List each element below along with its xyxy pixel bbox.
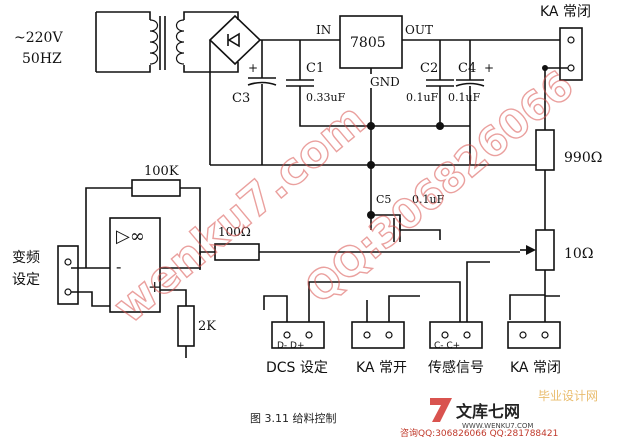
capacitor-c2: C2 0.1uF [406,40,454,126]
resistor-100k: 100K [85,164,201,270]
r100k-label: 100K [144,164,179,179]
r990-label: 990Ω [564,150,602,166]
voltage-regulator: 7805 IN OUT GND [316,15,570,89]
r2k-label: 2K [198,319,216,334]
c2-name: C2 [420,61,438,76]
freq-setting-label-line1: 变频 [12,250,40,266]
sensor-signal-label: 传感信号 [428,359,484,376]
source-frequency-label: 50HZ [22,51,62,67]
capacitor-c3: + C3 [232,40,277,165]
c5-label: C5 [376,193,391,206]
capacitor-c5: C5 0.1uF [371,193,445,242]
ka-closed-bottom-terminal: KA 常闭 [507,295,561,376]
c1-name: C1 [306,61,324,76]
freq-setting-terminal: 变频 设定 [12,245,110,307]
ka-closed-top-label: KA 常闭 [540,4,591,20]
figure-caption: 图 3.11 给料控制 [250,411,337,425]
regulator-out-label: OUT [405,23,433,37]
c3-name: C3 [232,91,250,106]
brand-url: WWW.WENKU7.COM [462,422,533,430]
capacitor-c1: C1 0.33uF [286,40,470,127]
brand-logo: 文库七网 WWW.WENKU7.COM 咨询QQ:306826066 QQ:28… [400,398,558,439]
c1-value: 0.33uF [306,91,346,104]
opamp-symbol: ▷∞ [116,226,145,247]
brand-contact: 咨询QQ:306826066 QQ:281788421 [400,427,558,439]
opamp-minus: - [116,257,121,276]
capacitor-c4: C4 + 0.1uF [448,40,494,165]
dcs-setting-label: DCS 设定 [266,360,328,376]
resistor-2k: 2K [160,289,216,358]
opamp-plus: + [148,277,161,296]
ka-open-label: KA 常开 [356,360,407,376]
ka-closed-bottom-label: KA 常闭 [510,360,561,376]
ka-open-terminal: KA 常开 [351,295,420,376]
ac-source: ~220V 50HZ [14,30,63,67]
dcs-setting-terminal: D- D+ DCS 设定 [263,281,461,376]
r10-label: 10Ω [564,246,593,262]
brand-name: 文库七网 [456,402,520,421]
junctions [367,65,548,219]
resistor-990: 990Ω [535,129,602,230]
c4-value: 0.1uF [448,91,481,104]
brand-seven-icon [430,398,452,422]
regulator-gnd-label: GND [370,75,400,89]
transformer [95,11,239,73]
r100-label: 100Ω [218,225,251,239]
ka-closed-top-terminal: KA 常闭 [540,4,591,130]
dcs-pins: D- D+ [277,341,305,351]
watermark-corner-text: 毕业设计网 [538,389,598,403]
c2-value: 0.1uF [406,91,439,104]
sensor-pins: C- C+ [434,341,460,351]
bridge-rectifier [208,14,340,165]
potentiometer-10: 10Ω [509,229,593,320]
c4-plus: + [484,61,494,75]
resistor-100: 100Ω [160,225,520,269]
freq-setting-label-line2: 设定 [12,272,40,288]
regulator-name: 7805 [350,35,386,51]
c5-value: 0.1uF [412,193,445,206]
c3-plus: + [248,61,258,75]
c4-name: C4 [458,61,476,76]
sensor-signal-terminal: C- C+ 传感信号 [428,261,490,376]
source-voltage-label: ~220V [14,30,63,46]
regulator-in-label: IN [316,23,331,37]
opamp: ▷∞ - + [109,217,161,313]
watermark: wenku7.com QQ:306826066 毕业设计网 [104,62,598,403]
